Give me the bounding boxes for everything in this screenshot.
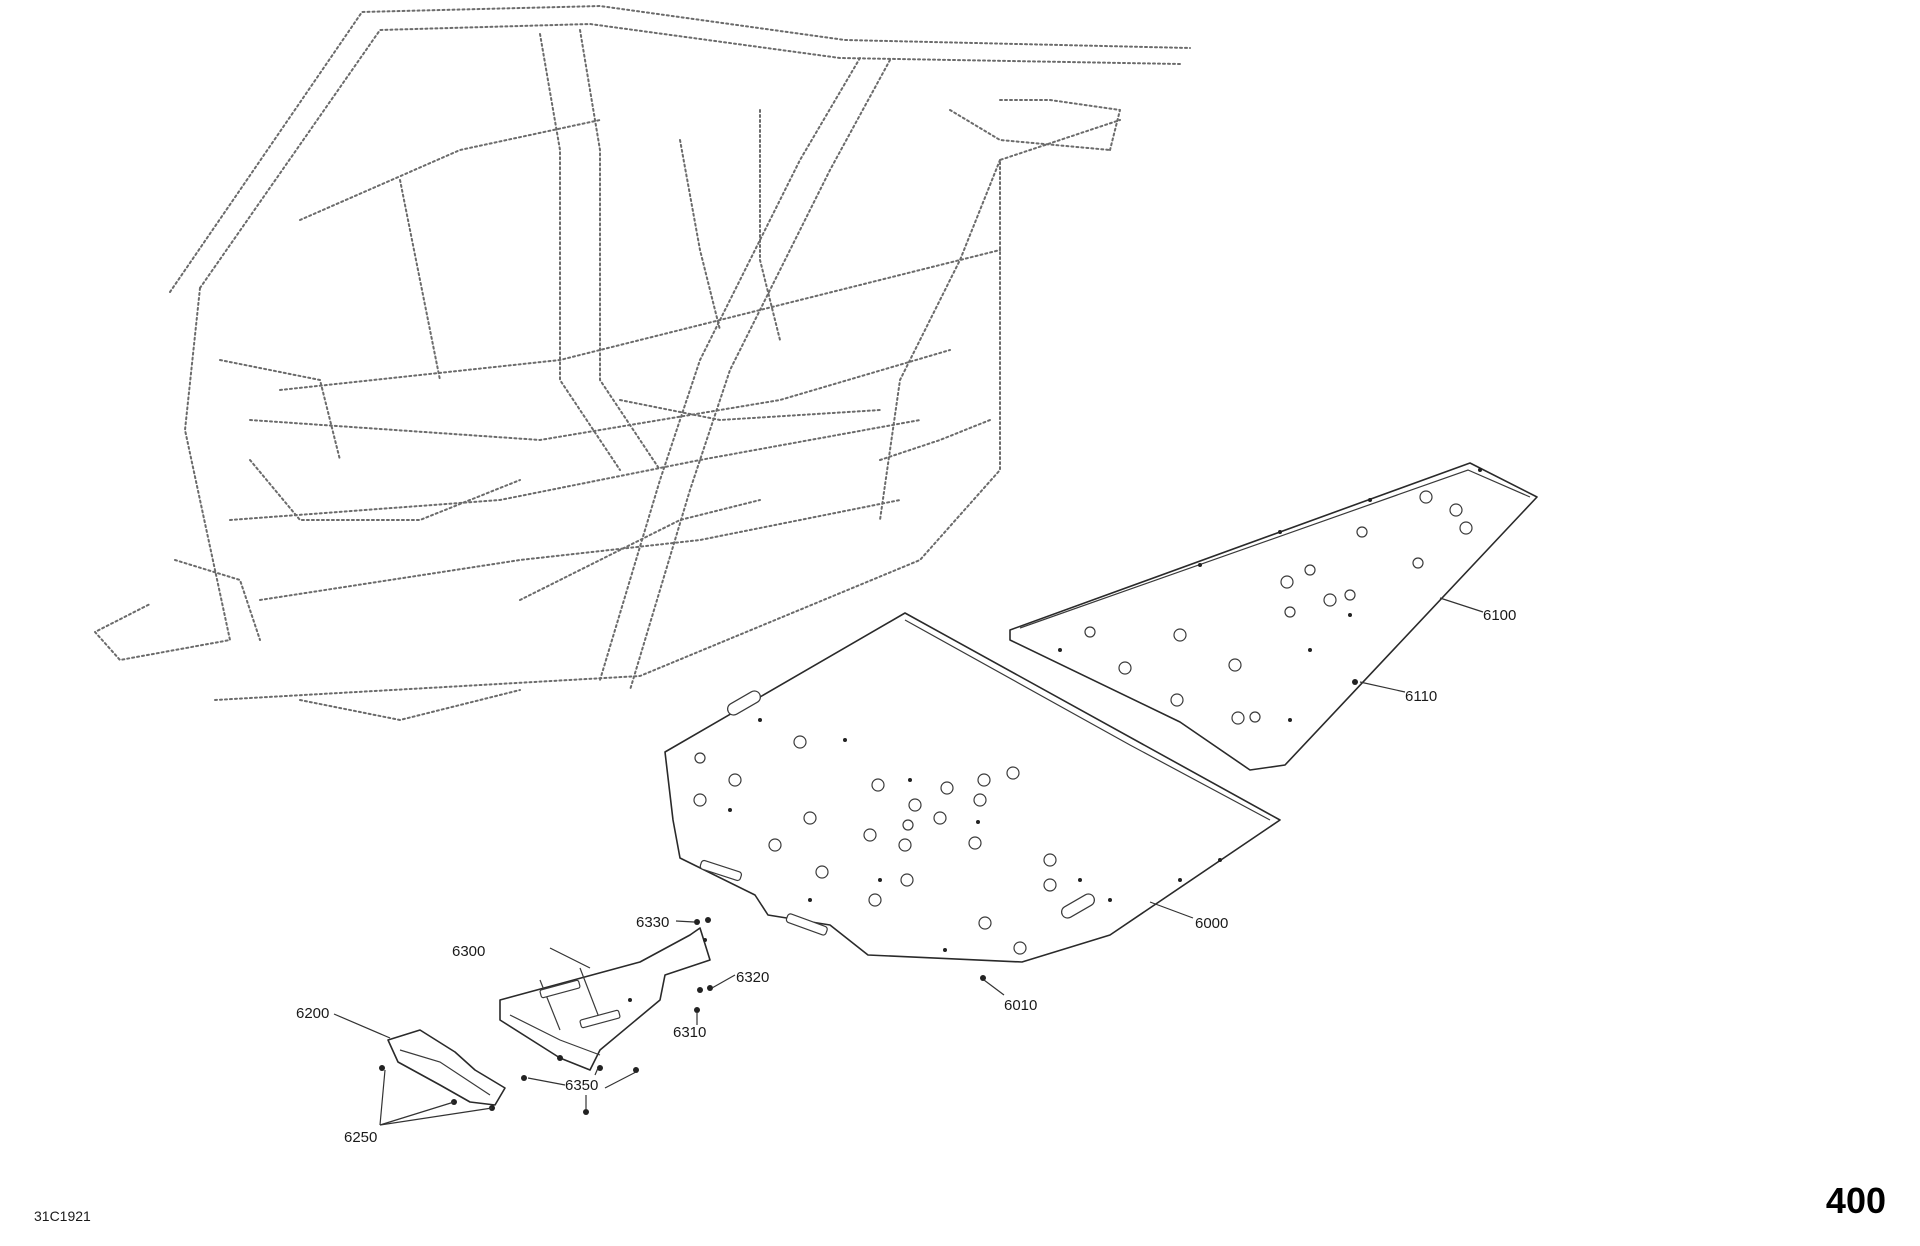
callout-6330: 6330 — [636, 914, 669, 931]
callout-6010: 6010 — [1004, 997, 1037, 1014]
part-6100-rear-skid-plate — [1009, 462, 1538, 771]
callout-6250: 6250 — [344, 1129, 377, 1146]
part-6300-front-skid-plate — [499, 927, 711, 1071]
part-6000-main-skid-plate — [664, 612, 1281, 963]
callout-6110: 6110 — [1405, 688, 1437, 705]
callout-6000: 6000 — [1195, 915, 1228, 932]
vehicle-frame — [94, 5, 1191, 721]
callout-6300: 6300 — [452, 943, 485, 960]
figure-code: 31C1921 — [34, 1208, 91, 1224]
callout-6310: 6310 — [673, 1024, 706, 1041]
part-6200-bracket — [387, 1029, 506, 1106]
page-number: 400 — [1825, 1180, 1886, 1221]
callout-6100: 6100 — [1483, 607, 1516, 624]
leader-lines — [333, 597, 1484, 1126]
callout-6350: 6350 — [565, 1077, 598, 1094]
callout-6320: 6320 — [736, 969, 769, 986]
callout-6200: 6200 — [296, 1005, 329, 1022]
callout-labels: 6100 6110 6000 6010 6330 6300 6320 6310 … — [296, 607, 1516, 1146]
hardware-fasteners — [379, 679, 1358, 1115]
